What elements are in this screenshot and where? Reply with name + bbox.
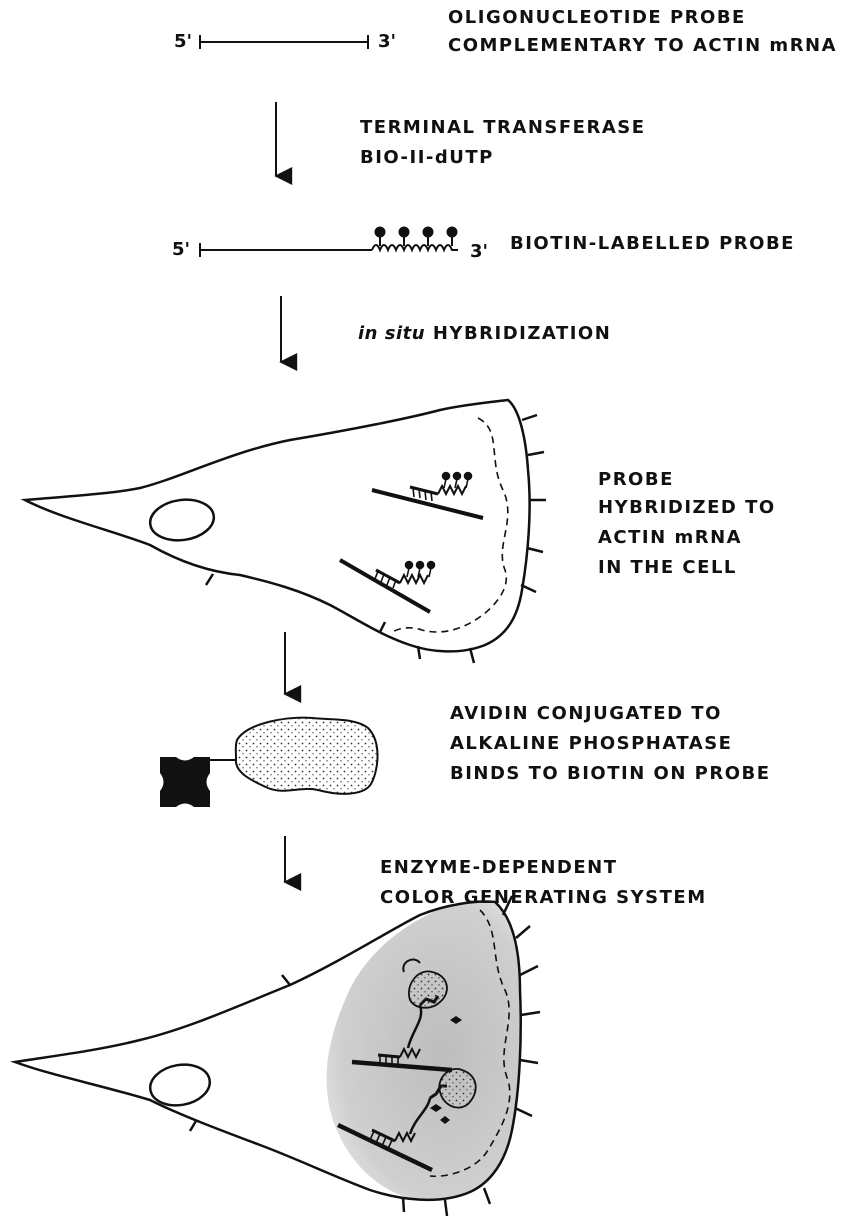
- avidin-line2: ALKALINE PHOSPHATASE: [450, 730, 732, 758]
- labelled-probe-3-prime-end: 3': [470, 238, 488, 266]
- biotin-labelled-probe: [200, 228, 458, 258]
- cell-outline: [25, 400, 530, 651]
- hybridization-rest: HYBRIDIZATION: [433, 323, 611, 344]
- enzyme-cross-icon: [160, 757, 210, 807]
- probe-5-prime-end: 5': [174, 28, 192, 56]
- labelled-probe-5-prime-end: 5': [172, 236, 190, 264]
- labelled-probe-label: BIOTIN-LABELLED PROBE: [510, 230, 795, 258]
- probe-label-line2: COMPLEMENTARY TO ACTIN mRNA: [448, 32, 837, 60]
- hybridized-line2: HYBRIDIZED TO: [598, 494, 776, 522]
- labelling-line2: BIO-II-dUTP: [360, 144, 494, 172]
- probe-label-line1: OLIGONUCLEOTIDE PROBE: [448, 4, 746, 32]
- labelling-line1: TERMINAL TRANSFERASE: [360, 114, 646, 142]
- avidin-line1: AVIDIN CONJUGATED TO: [450, 700, 722, 728]
- avidin-on-probe-lower: [439, 1069, 475, 1108]
- color-line2: COLOR GENERATING SYSTEM: [380, 884, 707, 912]
- avidin-enzyme-conjugate: [160, 718, 378, 807]
- probe-3-prime-end: 3': [378, 28, 396, 56]
- hybridization-italic: in situ: [358, 323, 425, 344]
- oligonucleotide-probe: [200, 35, 368, 49]
- hybridized-line3: ACTIN mRNA: [598, 524, 742, 552]
- avidin-line3: BINDS TO BIOTIN ON PROBE: [450, 760, 771, 788]
- stained-cell: [15, 896, 540, 1216]
- hybridization-label: in situ HYBRIDIZATION: [358, 320, 611, 348]
- hybridized-line4: IN THE CELL: [598, 554, 737, 582]
- cell-with-hybridized-probe: [25, 400, 546, 663]
- stain-region: [326, 902, 536, 1202]
- avidin-blob: [236, 718, 378, 794]
- color-line1: ENZYME-DEPENDENT: [380, 854, 618, 882]
- hybridized-line1: PROBE: [598, 466, 674, 494]
